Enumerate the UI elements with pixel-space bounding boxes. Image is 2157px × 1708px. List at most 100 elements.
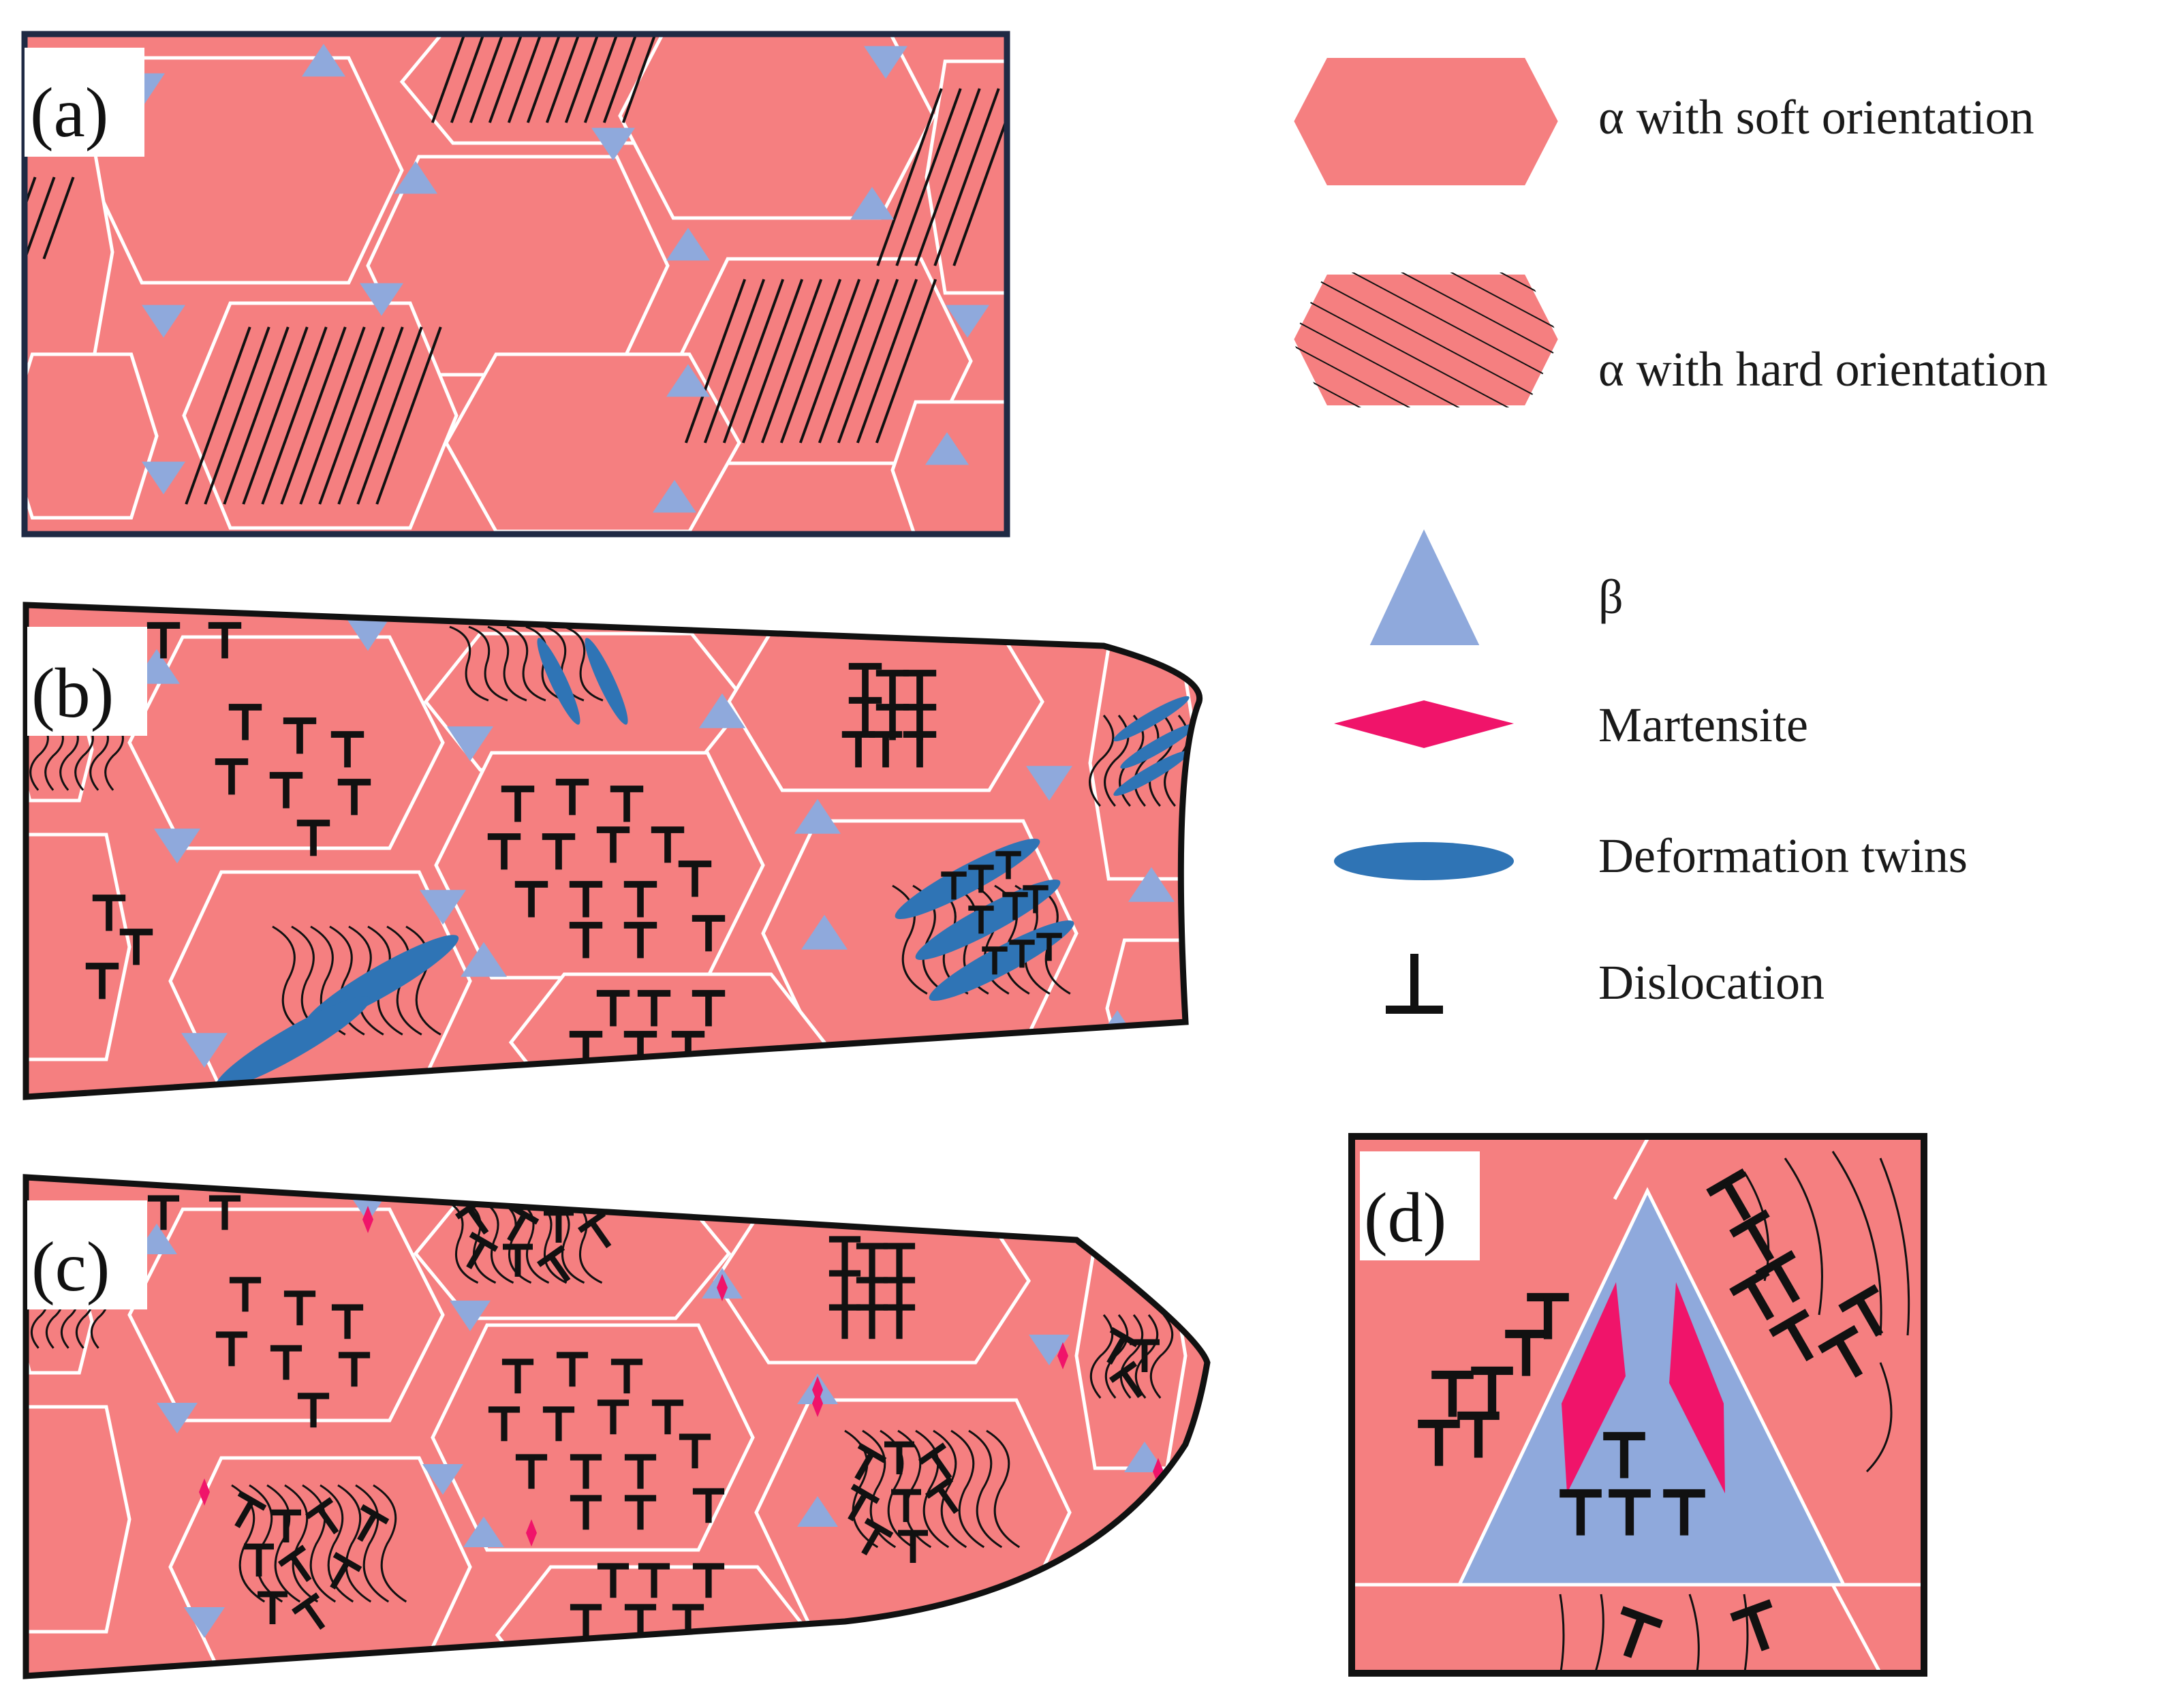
dislocation-symbol xyxy=(501,1358,534,1394)
hatch-line xyxy=(204,326,270,505)
panel-b-outline xyxy=(22,602,1203,1100)
beta-grain xyxy=(420,890,466,925)
dislocation-symbol xyxy=(597,1563,630,1598)
dislocation-symbol xyxy=(1620,1606,1663,1658)
dislocation-symbol xyxy=(271,1509,301,1542)
dislocation-symbol xyxy=(610,1358,643,1394)
panel-a-frame xyxy=(21,31,1010,538)
dislocation-symbol xyxy=(1730,1599,1773,1651)
dislocation-symbol xyxy=(1663,1489,1705,1536)
panel-d: (d) xyxy=(1348,1133,1927,1677)
alpha-grain xyxy=(168,1456,472,1676)
hatch-line xyxy=(526,34,561,123)
beta-grain xyxy=(447,726,493,762)
slip-line xyxy=(968,1429,1003,1549)
dislocation-symbol xyxy=(1769,1309,1814,1362)
slip-line xyxy=(266,1484,301,1603)
panel-a-label-box xyxy=(25,48,144,157)
beta-grain xyxy=(154,828,200,864)
dislocation-symbol xyxy=(828,1304,861,1339)
dislocation-symbol xyxy=(692,990,726,1027)
beta-grain xyxy=(845,1621,886,1651)
dislocation-symbol xyxy=(1559,1489,1602,1536)
alpha-hard-hatch xyxy=(876,88,1007,266)
dislocation-symbol xyxy=(1431,1370,1474,1417)
dislocation-symbol xyxy=(869,731,903,768)
slip-line xyxy=(1149,715,1175,807)
dislocation-symbol xyxy=(337,779,371,816)
slip-line xyxy=(1149,1314,1174,1399)
hatch-line xyxy=(875,279,937,444)
hatch-line xyxy=(242,326,309,505)
deformation-twin xyxy=(1113,696,1190,742)
dislocation-symbol xyxy=(1505,1329,1547,1376)
dislocation-symbol xyxy=(357,1504,390,1542)
panel-b-label: (b) xyxy=(31,654,114,732)
alpha-grain xyxy=(618,34,935,220)
martensite-plate-right xyxy=(1669,1282,1725,1493)
alpha-grain xyxy=(127,1207,445,1423)
dislocation-symbol xyxy=(995,851,1021,880)
dislocation-symbol xyxy=(569,922,603,959)
martensite-particle xyxy=(1057,1342,1068,1369)
slip-line xyxy=(405,925,441,1036)
dislocation-symbol xyxy=(1471,1366,1513,1413)
beta-grain xyxy=(450,1301,491,1331)
alpha-grain xyxy=(1105,938,1200,1078)
dislocation-symbol xyxy=(570,1604,602,1639)
dislocation-symbol xyxy=(577,1211,612,1249)
dislocation-symbol xyxy=(488,1406,521,1442)
dislocation-symbol xyxy=(1036,933,1062,961)
alpha-grain xyxy=(25,352,159,520)
alpha-grain xyxy=(168,870,472,1092)
dislocation-symbol xyxy=(848,663,882,700)
martensite-particle xyxy=(717,1274,728,1301)
slip-line xyxy=(272,925,308,1036)
beta-grain xyxy=(1029,1335,1070,1365)
slip-line xyxy=(373,1484,407,1603)
dislocation-symbol xyxy=(903,670,937,707)
hatch-line xyxy=(722,279,785,444)
beta-grain xyxy=(1128,867,1175,902)
dislocation-symbol xyxy=(1609,1489,1651,1536)
slip-line xyxy=(1089,1314,1114,1399)
beta-grain xyxy=(461,942,507,977)
hatch-line xyxy=(741,279,804,444)
hatch-line xyxy=(914,88,981,266)
dislocation-symbol xyxy=(297,1393,330,1428)
hatch-line xyxy=(261,326,328,505)
hatch-line xyxy=(25,176,37,211)
dislocation-symbol xyxy=(1023,885,1049,914)
deformation-twin xyxy=(1113,750,1190,796)
beta-grain xyxy=(1026,766,1072,801)
dislocation-symbol xyxy=(678,860,712,897)
dislocation-symbol xyxy=(542,1406,575,1442)
slip-line xyxy=(897,1429,932,1549)
dislocation-symbol xyxy=(305,1497,339,1535)
dislocation-symbol xyxy=(828,1236,861,1271)
beta-grain xyxy=(463,1517,504,1547)
beta-grain xyxy=(801,914,848,950)
dislocation-symbol xyxy=(861,1517,894,1555)
legend-item-twins: Deformation twins xyxy=(1334,828,1968,883)
beta-grain xyxy=(797,1496,838,1527)
dislocation-symbol xyxy=(92,895,126,931)
hatch-line xyxy=(779,279,842,444)
panel-b-grains xyxy=(26,605,1200,1097)
dislocation-symbol xyxy=(941,871,967,900)
dislocation-symbol xyxy=(828,1270,861,1305)
slip-line xyxy=(986,1429,1021,1549)
dislocation-symbol xyxy=(331,1304,364,1339)
hatch-line xyxy=(837,279,899,444)
slip-line xyxy=(844,1429,879,1549)
hatch-line xyxy=(703,279,766,444)
beta-grain xyxy=(794,798,841,834)
hatch-line xyxy=(337,326,404,505)
alpha-hard-hatch xyxy=(684,279,937,444)
deformation-twin xyxy=(215,996,371,1089)
slip-line xyxy=(915,1429,950,1549)
hatch-line xyxy=(684,279,747,444)
dislocation-symbol xyxy=(338,1352,371,1387)
beta-grain xyxy=(850,187,894,220)
dislocation-symbol xyxy=(623,881,657,918)
